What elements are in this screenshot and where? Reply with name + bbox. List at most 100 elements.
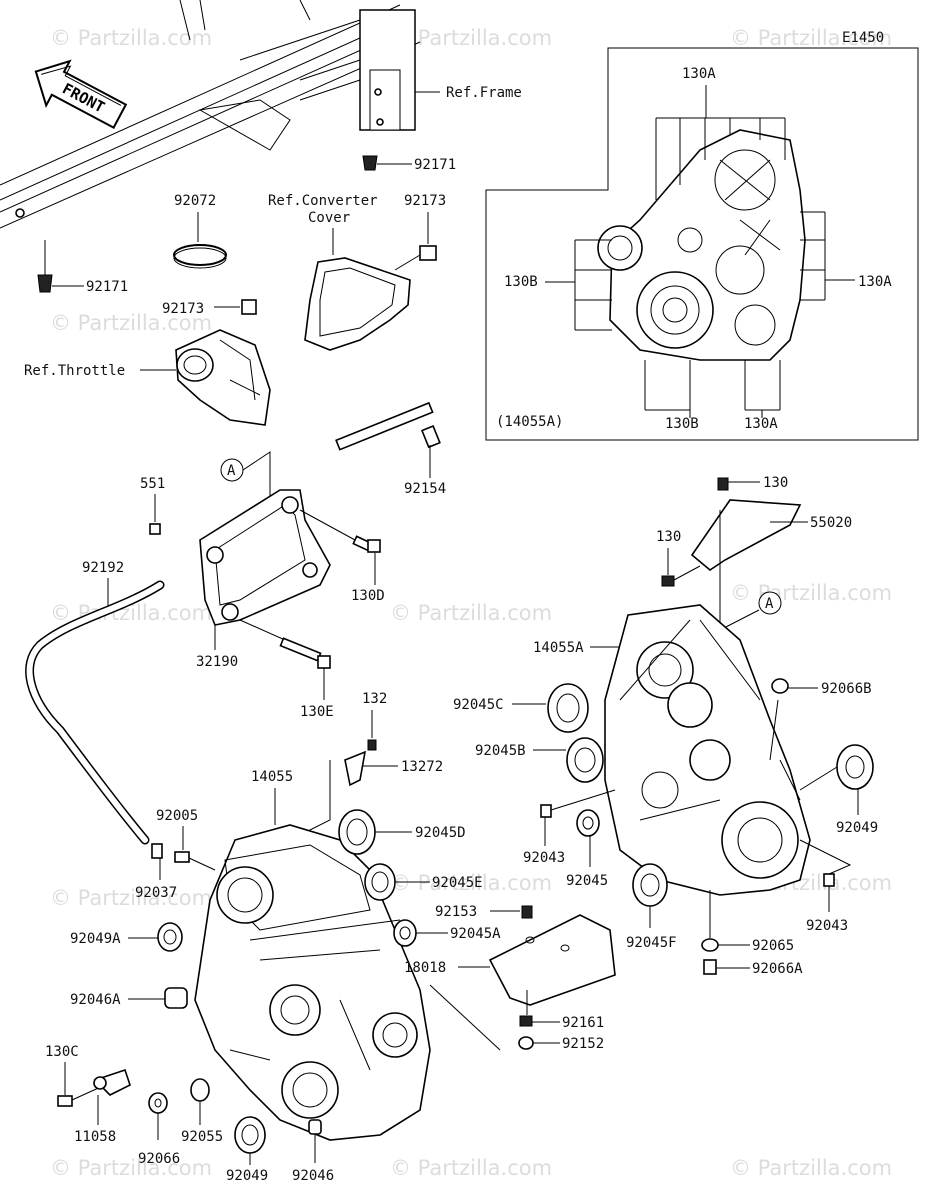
part-label: 92005 bbox=[156, 808, 198, 824]
marker-a-circle bbox=[758, 591, 782, 615]
part-label: 130C bbox=[45, 1044, 79, 1060]
ref-throttle-label: Ref.Throttle bbox=[24, 363, 125, 379]
watermark: © Partzilla.com bbox=[50, 26, 212, 50]
part-label: 18018 bbox=[404, 960, 446, 976]
part-label: 92045F bbox=[626, 935, 677, 951]
inset-crankcase-cover bbox=[597, 129, 806, 361]
part-label: 92046A bbox=[70, 992, 121, 1008]
plug-92066A bbox=[703, 959, 717, 975]
oil-seal-92045F bbox=[632, 863, 668, 907]
crankcase-right-14055A bbox=[604, 604, 811, 896]
bolt-130 bbox=[661, 575, 675, 587]
seal-92045 bbox=[576, 809, 600, 837]
inset-callout: 130B bbox=[504, 274, 538, 290]
breather-hose-92192 bbox=[25, 580, 165, 845]
inset-callout: 130A bbox=[682, 66, 716, 82]
part-label: 92192 bbox=[82, 560, 124, 576]
part-label: 130E bbox=[300, 704, 334, 720]
part-label: 32190 bbox=[196, 654, 238, 670]
dowel-92043 bbox=[823, 873, 835, 887]
clamp-92037 bbox=[151, 843, 163, 859]
inset-callout: 130A bbox=[858, 274, 892, 290]
bolt-92173 bbox=[394, 245, 437, 271]
engine-mount-bracket-32190 bbox=[199, 489, 331, 626]
part-label: 132 bbox=[362, 691, 387, 707]
part-label: 92045E bbox=[432, 875, 483, 891]
bolt-132 bbox=[367, 739, 377, 751]
oil-seal-92049 bbox=[234, 1116, 266, 1154]
bushing-92046 bbox=[308, 1119, 322, 1135]
watermark: © Partzilla.com bbox=[730, 1156, 892, 1180]
part-label: 92045B bbox=[475, 743, 526, 759]
dowel-92043 bbox=[540, 804, 552, 818]
converter-cover bbox=[304, 257, 411, 351]
part-label: 92066A bbox=[752, 961, 803, 977]
part-label: 92045A bbox=[450, 926, 501, 942]
washer-92152 bbox=[518, 1036, 534, 1050]
oil-seal-92049A bbox=[157, 922, 183, 952]
inset-leader-lines bbox=[545, 85, 855, 418]
inset-panel bbox=[485, 47, 919, 441]
washer-92065 bbox=[701, 938, 719, 952]
bracket-11058 bbox=[93, 1068, 131, 1096]
part-label: 92065 bbox=[752, 938, 794, 954]
watermark: © Partzilla.com bbox=[50, 1156, 212, 1180]
part-label: 55020 bbox=[810, 515, 852, 531]
guard-55020 bbox=[690, 499, 802, 571]
part-label: 92043 bbox=[806, 918, 848, 934]
bearing-92045C bbox=[547, 683, 589, 733]
inset-assembly-label: (14055A) bbox=[496, 414, 563, 430]
part-label: 92161 bbox=[562, 1015, 604, 1031]
inset-callout: 130A bbox=[744, 416, 778, 432]
bolt-130C bbox=[57, 1095, 73, 1107]
nut-92161 bbox=[519, 1015, 533, 1027]
part-label: 551 bbox=[140, 476, 165, 492]
front-arrow-icon: FRONT bbox=[34, 59, 128, 129]
bolt-92173 bbox=[241, 299, 257, 315]
marker-a: A bbox=[765, 596, 774, 612]
bushing-92046A bbox=[164, 987, 188, 1009]
part-label: 92066B bbox=[821, 681, 872, 697]
watermark-layer: © Partzilla.com © Partzilla.com © Partzi… bbox=[50, 26, 892, 1180]
part-label: 130 bbox=[763, 475, 788, 491]
bearing-92045B bbox=[566, 737, 604, 783]
part-label: 92154 bbox=[404, 481, 446, 497]
ref-converter-label: Cover bbox=[308, 210, 350, 226]
crankcase-left-14055 bbox=[194, 824, 431, 1141]
clip-92171-top bbox=[362, 155, 378, 171]
marker-a: A bbox=[227, 463, 236, 479]
part-label: 130 bbox=[656, 529, 681, 545]
bolt-130D bbox=[352, 535, 381, 553]
plate-13272 bbox=[344, 750, 367, 787]
part-label: 130D bbox=[351, 588, 385, 604]
throttle-body bbox=[175, 329, 271, 426]
washer-92066B bbox=[771, 678, 789, 694]
clamp-band-92072 bbox=[173, 244, 227, 269]
part-label: 92066 bbox=[138, 1151, 180, 1167]
bolt-92154 bbox=[335, 401, 441, 451]
part-label: 92171 bbox=[86, 279, 128, 295]
part-label: 13272 bbox=[401, 759, 443, 775]
bolt-92153 bbox=[521, 905, 533, 919]
part-label: 92173 bbox=[162, 301, 204, 317]
part-label: 92045D bbox=[415, 825, 466, 841]
diagram-code: E1450 bbox=[842, 30, 884, 46]
inset-callout: 130B bbox=[665, 416, 699, 432]
watermark: © Partzilla.com bbox=[50, 886, 212, 910]
frame-rails bbox=[0, 0, 421, 229]
part-label: 92045C bbox=[453, 697, 504, 713]
part-label: 14055 bbox=[251, 769, 293, 785]
part-label: 92049 bbox=[226, 1168, 268, 1184]
part-label: 92173 bbox=[404, 193, 446, 209]
ref-frame-label: Ref.Frame bbox=[446, 85, 522, 101]
washer-92066 bbox=[148, 1092, 168, 1114]
bolt-130 bbox=[717, 477, 729, 491]
part-label: 92043 bbox=[523, 850, 565, 866]
part-label: 92072 bbox=[174, 193, 216, 209]
part-label: 92046 bbox=[292, 1168, 334, 1184]
part-label: 92045 bbox=[566, 873, 608, 889]
watermark: © Partzilla.com bbox=[730, 26, 892, 50]
bearing-92045E bbox=[364, 863, 396, 901]
part-label: 92055 bbox=[181, 1129, 223, 1145]
bearing-92045A bbox=[393, 919, 417, 947]
